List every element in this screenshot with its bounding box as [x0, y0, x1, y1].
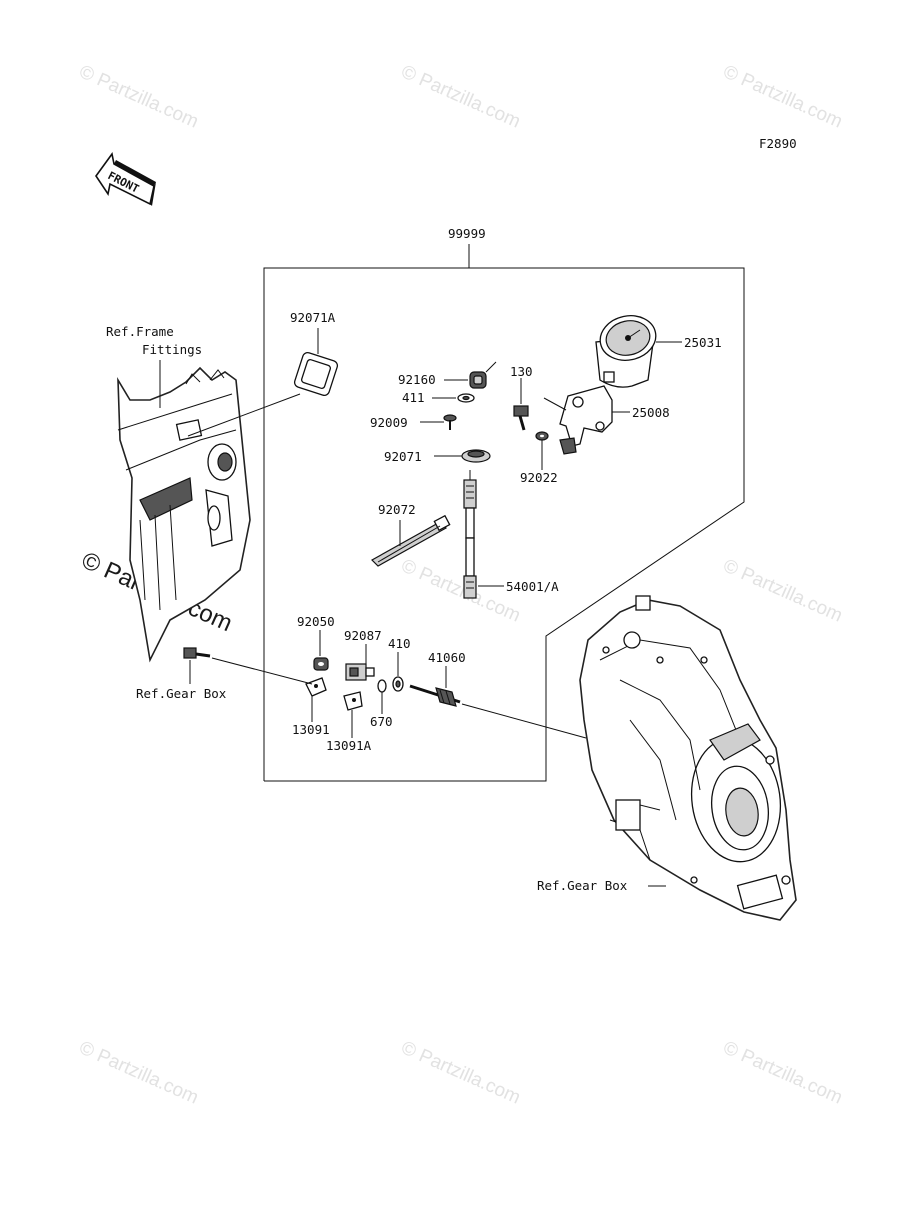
part-92087-fitting — [345, 644, 375, 681]
label-92087: 92087 — [344, 628, 382, 643]
watermark-6: © Partzilla.com — [76, 1037, 202, 1108]
part-13091A-plate — [343, 691, 363, 738]
figure-code: F2890 — [759, 136, 797, 151]
label-410: 410 — [388, 636, 411, 651]
part-13091-plate — [305, 677, 327, 722]
label-25008: 25008 — [632, 405, 670, 420]
watermark-5: © Partzilla.com — [720, 555, 846, 626]
label-92071: 92071 — [384, 449, 422, 464]
gear-box-casing — [579, 595, 797, 921]
label-92009: 92009 — [370, 415, 408, 430]
assembly-number: 99999 — [448, 226, 486, 241]
label-25031: 25031 — [684, 335, 722, 350]
ref-frame-line1: Ref.Frame — [106, 324, 174, 339]
label-92071A: 92071A — [290, 310, 336, 325]
frame-fittings-drawing — [117, 366, 251, 663]
part-92022-washer — [535, 431, 549, 470]
part-92050-nut — [313, 630, 329, 671]
part-92071-seal — [434, 449, 491, 463]
label-13091: 13091 — [292, 722, 330, 737]
part-411-washer — [432, 393, 475, 403]
ref-gear-box-right: Ref.Gear Box — [537, 878, 628, 893]
ref-frame-line2: Fittings — [142, 342, 202, 357]
label-13091A: 13091A — [326, 738, 372, 753]
part-92071A — [187, 328, 339, 437]
part-410-washer — [392, 652, 404, 692]
part-54001A-cable — [463, 470, 504, 599]
label-92050: 92050 — [297, 614, 335, 629]
label-670: 670 — [370, 714, 393, 729]
part-25008-bracket — [543, 385, 630, 455]
watermark-7: © Partzilla.com — [398, 1037, 524, 1108]
front-arrow-icon: FRONT — [95, 152, 156, 206]
label-54001A: 54001/A — [506, 579, 559, 594]
label-92072: 92072 — [378, 502, 416, 517]
ref-gear-box-bolt — [183, 647, 313, 685]
part-41060-shaft — [409, 666, 587, 739]
label-41060: 41060 — [428, 650, 466, 665]
label-92160: 92160 — [398, 372, 436, 387]
part-25031-meter — [595, 315, 682, 388]
part-92160 — [444, 361, 497, 389]
ref-gear-box-left: Ref.Gear Box — [136, 686, 227, 701]
part-92072-band — [371, 514, 451, 567]
label-92022: 92022 — [520, 470, 558, 485]
label-411: 411 — [402, 390, 425, 405]
label-130: 130 — [510, 364, 533, 379]
watermark-1: © Partzilla.com — [76, 61, 202, 132]
watermark-8: © Partzilla.com — [720, 1037, 846, 1108]
part-670-oring — [377, 679, 387, 714]
part-130-bolt — [513, 378, 529, 431]
watermark-3: © Partzilla.com — [720, 61, 846, 132]
part-92009-screw — [420, 414, 457, 430]
watermark-2: © Partzilla.com — [398, 61, 524, 132]
assembly-box: 99999 — [263, 226, 745, 782]
watermark-4: © Partzilla.com — [398, 555, 524, 626]
